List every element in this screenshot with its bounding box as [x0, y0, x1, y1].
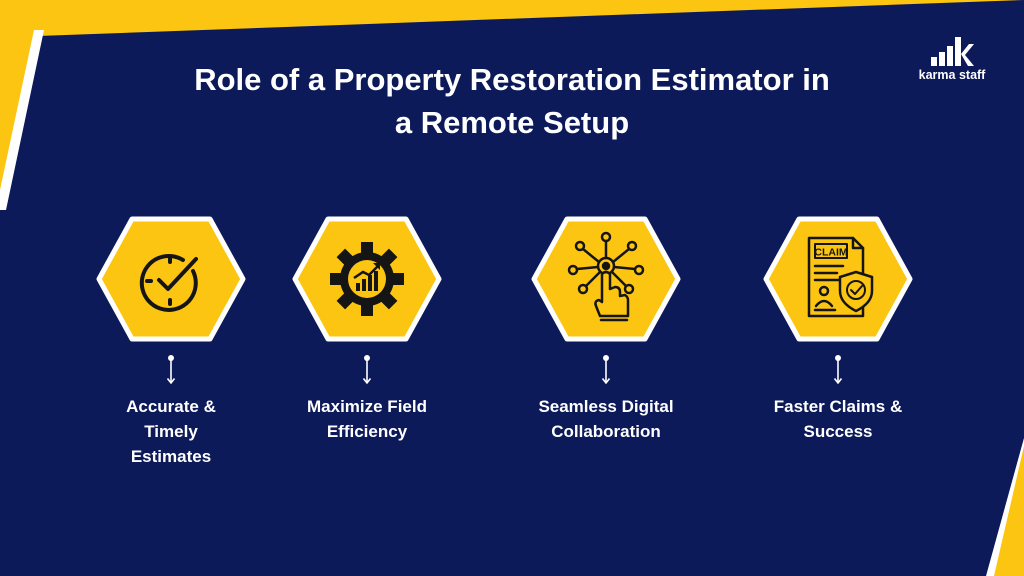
connector-arrow	[166, 355, 176, 385]
claim-document-shield-icon: CLAIM	[807, 236, 874, 318]
white-accent-left	[0, 30, 44, 210]
role-card-field-efficiency: Maximize Field Efficiency	[292, 216, 442, 476]
brand-name: karma staff	[918, 68, 986, 82]
karma-staff-logo-icon	[931, 37, 974, 66]
card-label: Seamless Digital Collaboration	[516, 394, 696, 444]
hexagon-badge	[96, 216, 246, 342]
svg-text:CLAIM: CLAIM	[814, 247, 847, 259]
card-label: Accurate & Timely Estimates	[81, 394, 261, 469]
card-label-line: Accurate &	[126, 397, 216, 416]
connector-arrow	[362, 355, 372, 385]
page-title-line-1: Role of a Property Restoration Estimator…	[194, 62, 830, 97]
page-title: Role of a Property Restoration Estimator…	[112, 58, 912, 144]
card-label-line: Efficiency	[326, 422, 408, 441]
card-label: Faster Claims & Success	[748, 394, 928, 444]
card-label: Maximize Field Efficiency	[277, 394, 457, 444]
hexagon-badge	[531, 216, 681, 342]
card-label-line: Success	[803, 422, 873, 441]
hexagon-badge: CLAIM	[763, 216, 913, 342]
white-accent-right	[986, 438, 1024, 576]
connector-arrow	[601, 355, 611, 385]
clock-check-icon	[139, 254, 198, 312]
role-card-accurate-estimates: Accurate & Timely Estimates	[96, 216, 246, 476]
brand-logo[interactable]: karma staff	[910, 36, 994, 86]
card-label-line: Timely	[144, 422, 198, 441]
card-label-line: Seamless Digital	[538, 397, 674, 416]
role-card-digital-collaboration: Seamless Digital Collaboration	[531, 216, 681, 476]
connector-arrow	[833, 355, 843, 385]
card-label-line: Faster Claims &	[773, 397, 903, 416]
role-card-faster-claims: CLAIM Faster Claims & Success	[763, 216, 913, 476]
card-label-line: Maximize Field	[307, 397, 427, 416]
card-label-line: Collaboration	[551, 422, 661, 441]
touch-network-icon	[567, 231, 645, 322]
hexagon-badge	[292, 216, 442, 342]
gear-chart-icon	[330, 242, 404, 316]
card-label-line: Estimates	[130, 447, 212, 466]
page-title-line-2: a Remote Setup	[394, 105, 630, 140]
